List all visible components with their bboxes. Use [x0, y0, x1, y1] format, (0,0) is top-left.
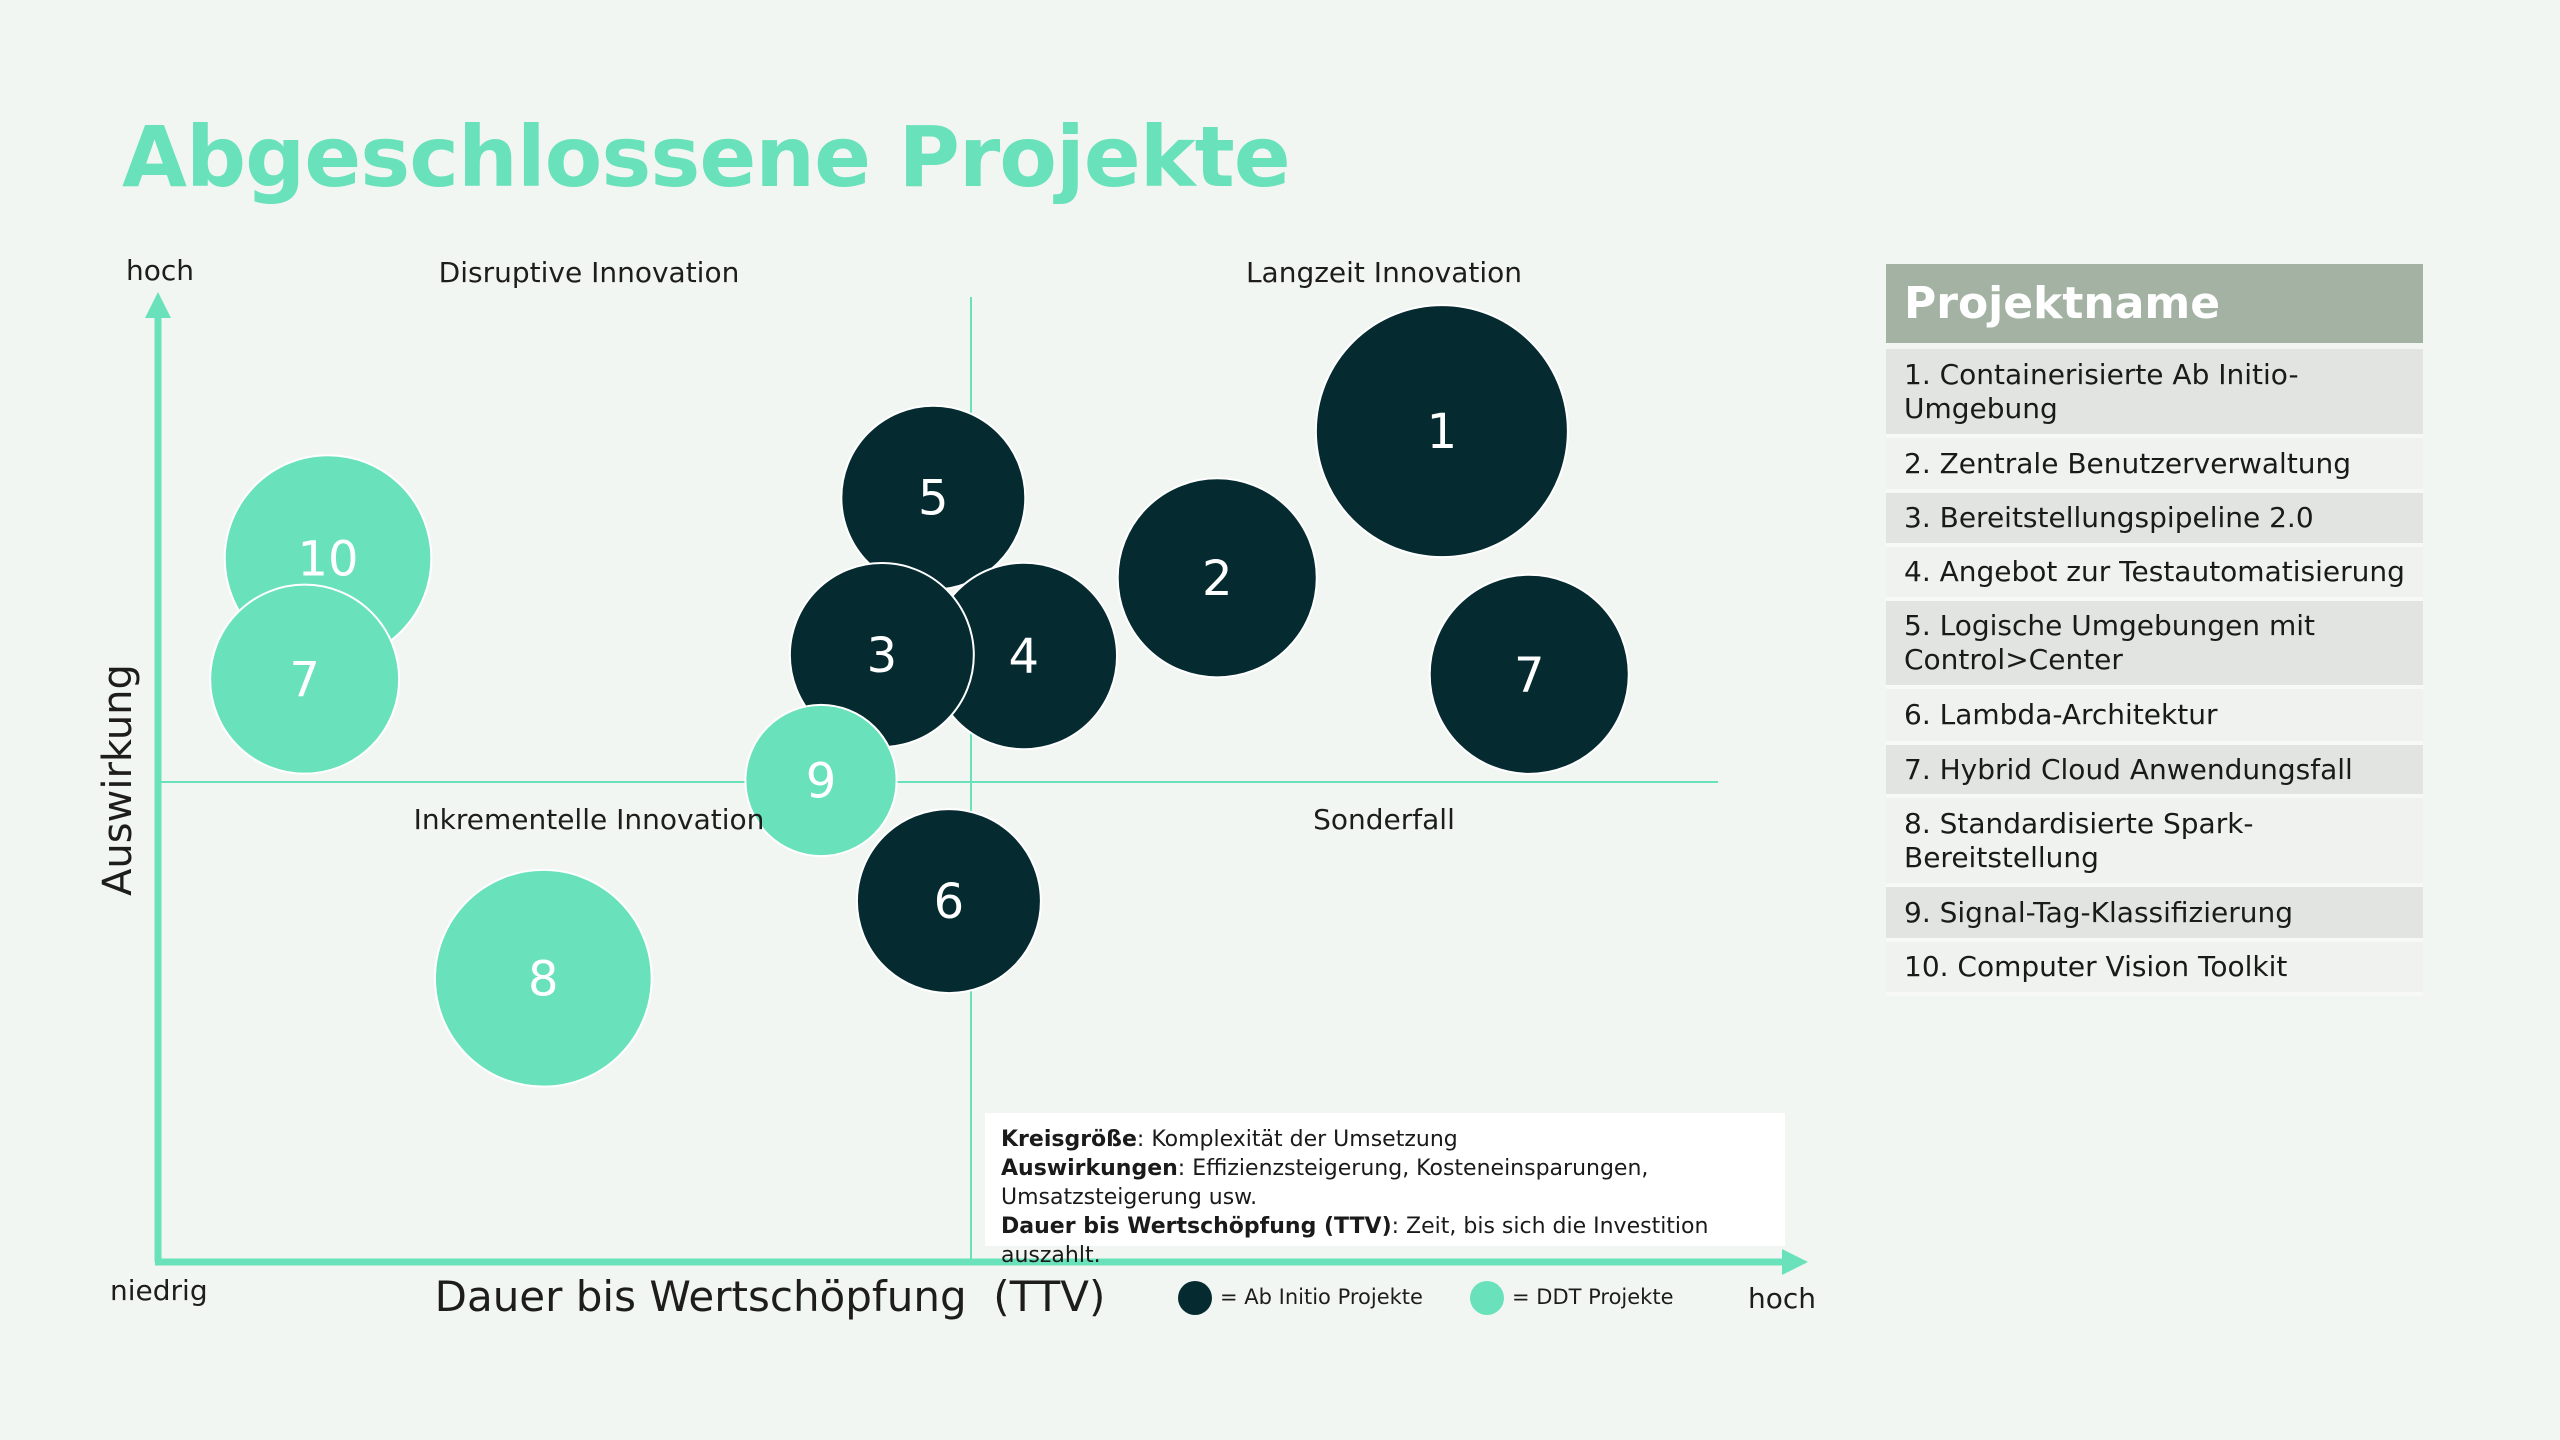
project-name: 4. Angebot zur Testautomatisierung	[1904, 555, 2405, 588]
table-row: 9. Signal-Tag-Klassifizierung	[1886, 887, 2423, 942]
bubble-circle	[744, 703, 898, 858]
bubble-circle	[1116, 477, 1318, 679]
bubble-circle	[855, 808, 1042, 995]
project-name: 2. Zentrale Benutzerverwaltung	[1904, 446, 2352, 480]
note-ttv-text: : Zeit, bis sich die Investition auszahl…	[1001, 1214, 1709, 1268]
x-axis-arrow	[1782, 1249, 1808, 1275]
bubble-label: 6	[934, 874, 965, 930]
legend-note-box: Kreisgröße: Komplexität der Umsetzung Au…	[985, 1113, 1785, 1268]
project-name-table: Projektname 1. Containerisierte Ab Initi…	[1886, 264, 2423, 996]
project-name: 5. Logische Umgebungen mit Control>Cente…	[1904, 609, 2315, 676]
quadrant-label-top-left: Disruptive Innovation	[438, 256, 740, 289]
table-row: 7. Hybrid Cloud Anwendungsfall	[1886, 745, 2423, 798]
note-impact-term: Auswirkungen	[1001, 1156, 1178, 1181]
bubble-label: 7	[1514, 647, 1545, 703]
quadrant-label-bottom-right: Sonderfall	[1313, 803, 1455, 836]
table-row: 4. Angebot zur Testautomatisierung	[1886, 547, 2423, 601]
legend-ddt-swatch	[1470, 1281, 1504, 1315]
table-row: 5. Logische Umgebungen mit Control>Cente…	[1886, 601, 2423, 689]
bubble-project-8: 8	[433, 868, 653, 1088]
note-impact-text: : Effizienzsteigerung, Kosteneinsparunge…	[1001, 1156, 1649, 1210]
bubble-circle	[209, 583, 401, 775]
y-axis-title: Auswirkung	[95, 664, 141, 896]
table-row: 10. Computer Vision Toolkit	[1886, 942, 2423, 996]
page-title: Abgeschlossene Projekte	[122, 108, 1291, 206]
legend-ddt-label: = DDT Projekte	[1512, 1285, 1674, 1309]
bubble-label: 2	[1202, 551, 1233, 607]
bubble-label: 10	[298, 532, 359, 588]
bubble-circle	[1314, 304, 1569, 559]
project-name: 3. Bereitstellungspipeline 2.0	[1904, 501, 2314, 534]
bubble-project-6: 6	[855, 808, 1042, 995]
bubble-circle	[1428, 573, 1630, 775]
x-low-label: niedrig	[110, 1274, 208, 1307]
x-axis-title: Dauer bis Wertschöpfung (TTV)	[434, 1272, 1106, 1321]
note-size-text: : Komplexität der Umsetzung	[1136, 1127, 1458, 1152]
table-row: 3. Bereitstellungspipeline 2.0	[1886, 493, 2423, 547]
legend-ab-initio-swatch	[1178, 1281, 1212, 1315]
bubble-project-7: 7	[1428, 573, 1630, 775]
table-row: 6. Lambda-Architektur	[1886, 689, 2423, 745]
project-name: 8. Standardisierte Spark-Bereitstellung	[1904, 806, 2254, 874]
table-row: 8. Standardisierte Spark-Bereitstellung	[1886, 798, 2423, 887]
project-name: 7. Hybrid Cloud Anwendungsfall	[1904, 752, 2353, 786]
quadrant-label-bottom-left: Inkrementelle Innovation	[413, 803, 765, 836]
x-high-label: hoch	[1748, 1282, 1817, 1315]
bubble-label: 7	[289, 652, 320, 708]
bubble-project-2: 2	[1116, 477, 1318, 679]
bubble-label: 9	[806, 753, 837, 809]
bubble-label: 3	[867, 628, 898, 684]
bubble-project-3: 3	[788, 562, 975, 748]
bubble-project-1: 1	[1314, 304, 1569, 559]
table-header: Projektname	[1886, 264, 2423, 343]
note-ttv-term: Dauer bis Wertschöpfung (TTV)	[1001, 1214, 1392, 1239]
quadrant-label-top-right: Langzeit Innovation	[1245, 256, 1523, 289]
table-row: 1. Containerisierte Ab Initio-Umgebung	[1886, 349, 2423, 438]
project-name: 1. Containerisierte Ab Initio-Umgebung	[1904, 357, 2299, 425]
y-axis-arrow	[145, 292, 171, 318]
project-name: 10. Computer Vision Toolkit	[1904, 950, 2288, 983]
bubble-project-7: 7	[209, 583, 401, 775]
bubble-label: 5	[918, 471, 949, 527]
y-high-label: hoch	[126, 254, 195, 287]
project-name: 9. Signal-Tag-Klassifizierung	[1904, 895, 2294, 929]
project-name: 6. Lambda-Architektur	[1904, 698, 2218, 731]
bubble-circle	[433, 868, 653, 1088]
bubble-label: 4	[1009, 629, 1040, 685]
table-row: 2. Zentrale Benutzerverwaltung	[1886, 438, 2423, 493]
note-size-term: Kreisgröße	[1001, 1127, 1137, 1152]
bubble-project-5: 5	[840, 404, 1027, 591]
legend-ab-initio-label: = Ab Initio Projekte	[1220, 1285, 1423, 1309]
bubble-project-9: 9	[744, 703, 898, 858]
bubble-label: 1	[1427, 404, 1458, 460]
bubble-label: 8	[528, 951, 559, 1007]
